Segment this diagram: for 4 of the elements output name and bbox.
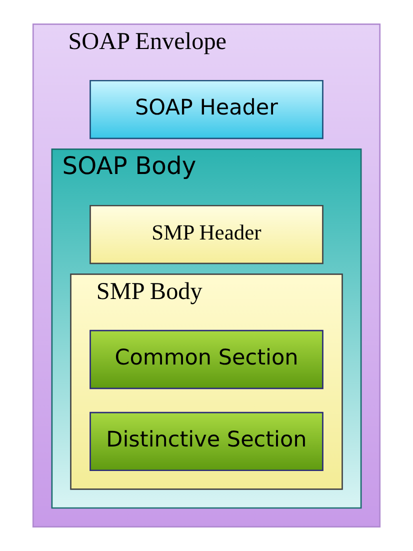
node-box: Common Section (90, 330, 324, 390)
node-box: SMP Header (90, 204, 324, 264)
node-box: Distinctive Section (90, 412, 324, 472)
node-box: SOAP Header (90, 80, 324, 140)
